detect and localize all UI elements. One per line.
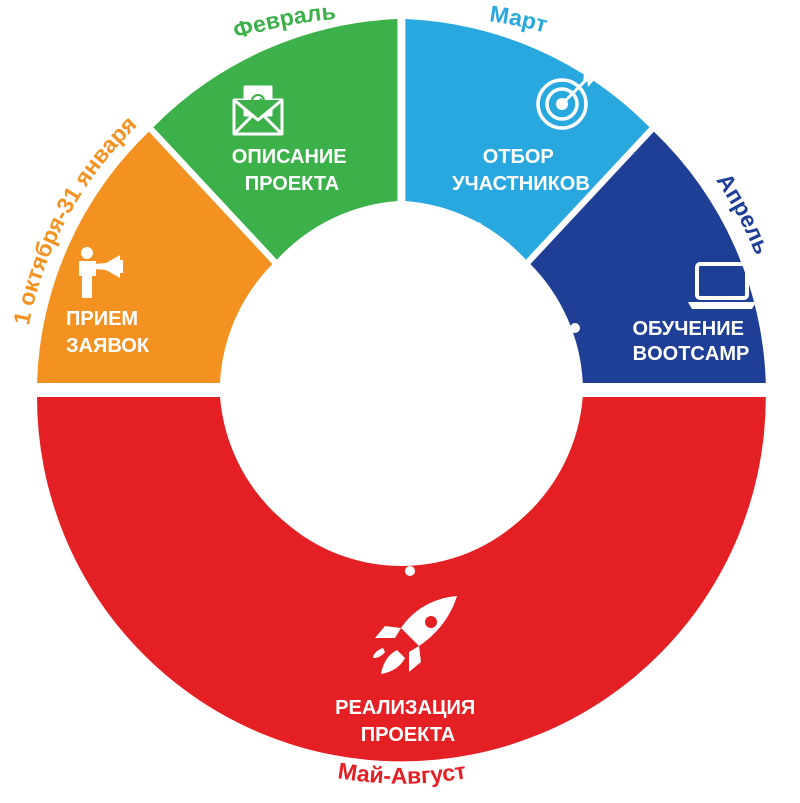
envelope-icon [232,85,284,136]
segment-description [153,19,398,260]
laptop-icon [688,262,756,309]
segment-label-applications: ПРИЕМ ЗАЯВОК [66,308,150,357]
segment-applications [37,131,273,383]
segment-training [530,131,766,383]
segment-label-training: ОБУЧЕНИЕ BOOTCAMP [633,318,750,365]
period-label-implementation: Май-Август [336,757,467,788]
target-icon [536,73,596,130]
segment-label-description: ОПИСАНИЕ ПРОЕКТА [232,146,352,195]
rocket-icon [373,596,457,674]
segment-label-selection: ОТБОР УЧАСТНИКОВ [452,146,590,195]
period-label-selection: Март [488,0,550,37]
gear-notches [239,214,580,576]
megaphone-person-icon [79,247,123,298]
segment-implementation [37,397,766,762]
donut-center [225,214,578,566]
segment-label-implementation: РЕАЛИЗАЦИЯ ПРОЕКТА [335,697,481,746]
